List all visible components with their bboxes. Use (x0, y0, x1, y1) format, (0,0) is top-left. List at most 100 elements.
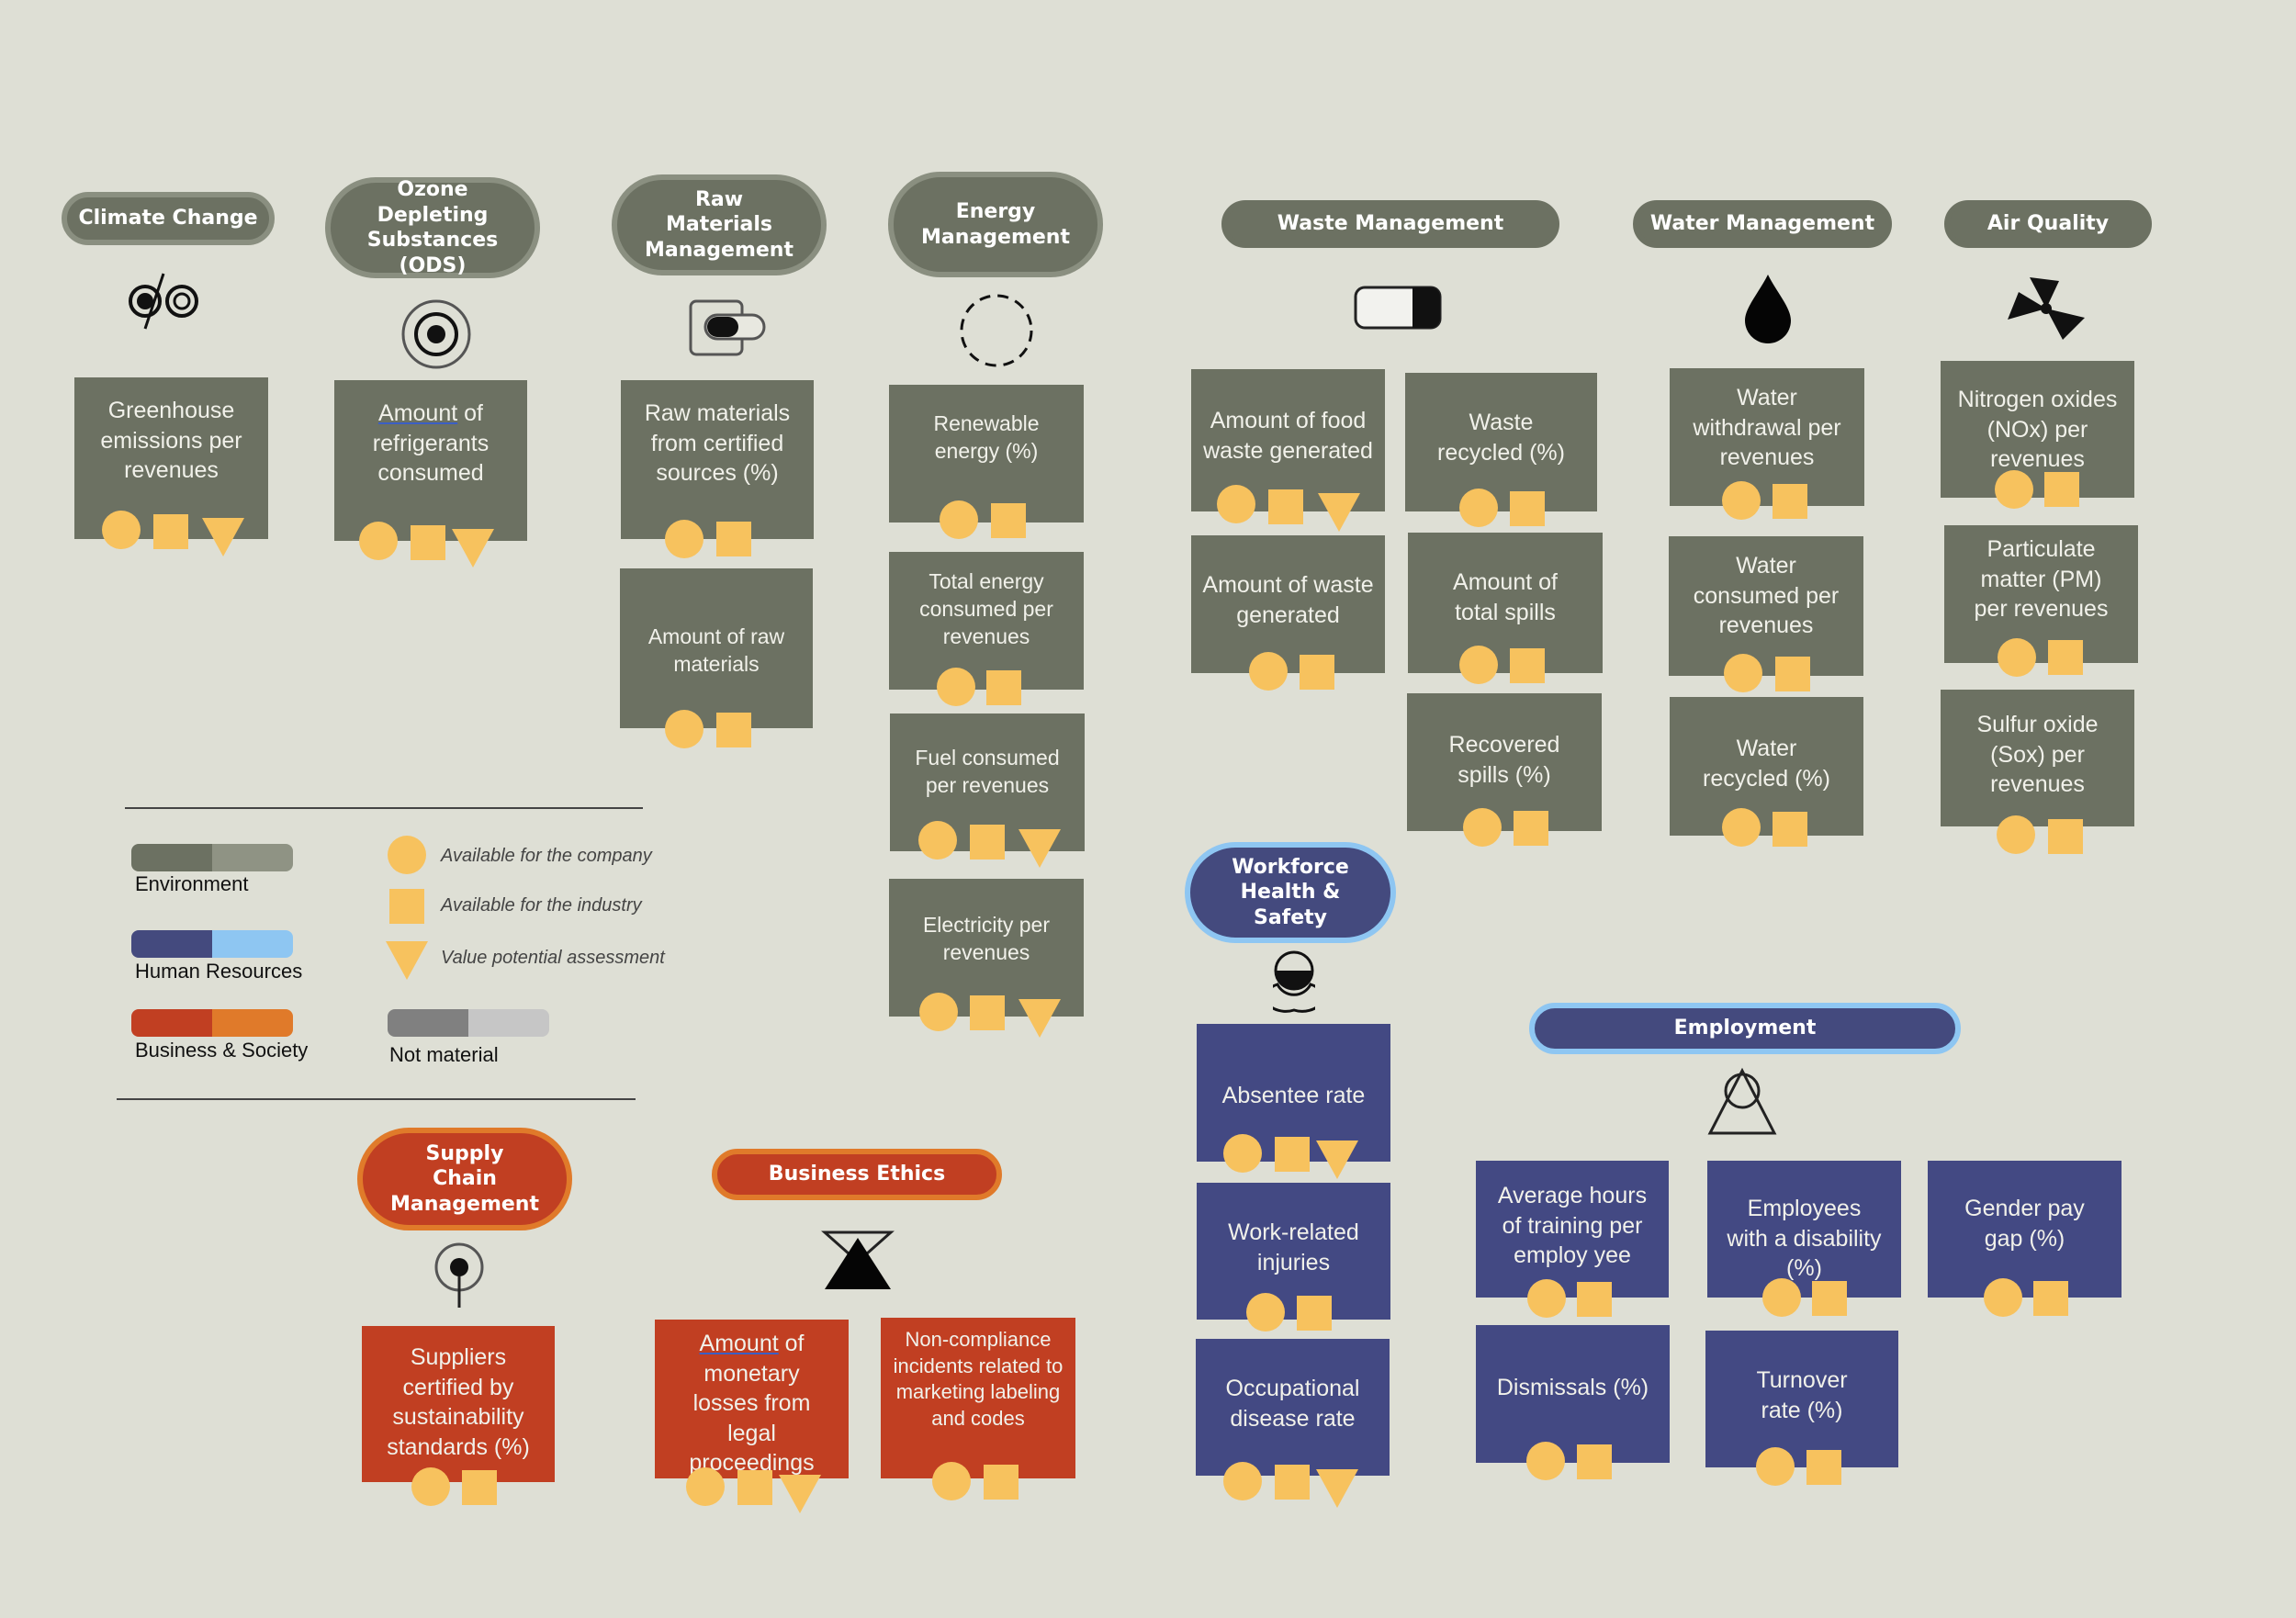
metric-card[interactable]: Amount of food waste generated (1191, 369, 1385, 511)
metric-card[interactable]: Occupational disease rate (1196, 1339, 1390, 1476)
category-supply-chain[interactable]: Supply Chain Management (357, 1128, 572, 1230)
metric-label: Work-related injuries (1228, 1219, 1359, 1275)
metric-card[interactable]: Turnover rate (%) (1705, 1331, 1898, 1467)
category-water[interactable]: Water Management (1633, 200, 1892, 248)
metric-card[interactable]: Greenhouse emissions per revenues (74, 377, 268, 539)
category-employment[interactable]: Employment (1529, 1003, 1961, 1054)
legend-label: Human Resources (135, 960, 303, 983)
metric-label: Fuel consumed per revenues (915, 746, 1060, 797)
category-raw-materials[interactable]: Raw Materials Management (612, 174, 827, 275)
metric-card[interactable]: Amount of raw materials (620, 568, 813, 728)
metric-card[interactable]: Dismissals (%) (1476, 1325, 1670, 1463)
category-climate-change[interactable]: Climate Change (62, 192, 275, 245)
metric-label: Amount of waste generated (1202, 572, 1374, 628)
legend-label: Environment (135, 872, 249, 895)
metric-card[interactable]: Sulfur oxide (Sox) per revenues (1941, 690, 2134, 826)
metric-card[interactable]: Waste recycled (%) (1405, 373, 1597, 511)
metric-card[interactable]: Amount of total spills (1408, 533, 1603, 673)
metric-card[interactable]: Water recycled (%) (1670, 697, 1863, 836)
metric-card[interactable]: Gender pay gap (%) (1928, 1161, 2122, 1298)
company-available-marker (1724, 654, 1762, 692)
legend-divider (125, 807, 643, 809)
metric-label: Absentee rate (1221, 1083, 1366, 1108)
industry-available-marker (462, 1470, 497, 1505)
company-available-marker (665, 710, 703, 748)
metric-label: Amount of total spills (1453, 569, 1558, 625)
hourglass-icon (821, 1230, 895, 1296)
pin-icon (432, 1242, 487, 1314)
company-available-marker (1217, 485, 1255, 523)
metric-label: Greenhouse emissions per revenues (100, 398, 242, 483)
industry-available-marker (2048, 640, 2083, 675)
company-available-marker (1984, 1278, 2022, 1317)
industry-available-marker (984, 1465, 1019, 1500)
metric-card[interactable]: Average hours of training per employ yee (1476, 1161, 1669, 1298)
value-potential-marker (1318, 493, 1360, 532)
metric-label: Turnover rate (%) (1756, 1367, 1848, 1423)
industry-available-marker (1510, 648, 1545, 683)
metric-card[interactable]: Suppliers certified by sustainability st… (362, 1326, 555, 1482)
metric-card[interactable]: Total energy consumed per revenues (889, 552, 1084, 690)
metric-label: Waste recycled (%) (1437, 410, 1565, 466)
metric-card[interactable]: Nitrogen oxides (NOx) per revenues (1941, 361, 2134, 498)
category-business-ethics[interactable]: Business Ethics (712, 1149, 1002, 1200)
industry-available-marker (1812, 1281, 1847, 1316)
company-available-marker (359, 522, 398, 560)
metric-label: Recovered spills (%) (1448, 732, 1560, 788)
metric-card[interactable]: Particulate matter (PM) per revenues (1944, 525, 2138, 663)
metric-card[interactable]: Water consumed per revenues (1669, 536, 1863, 676)
industry-available-marker (1577, 1282, 1612, 1317)
company-available-marker (686, 1467, 725, 1506)
metric-label: Amount of refrigerants consumed (362, 399, 500, 489)
battery-icon (1354, 285, 1444, 335)
metric-label: Water withdrawal per revenues (1693, 385, 1841, 470)
industry-available-marker (1775, 657, 1810, 691)
company-available-marker (411, 1467, 450, 1506)
metric-label-underlined: Amount (378, 400, 458, 426)
metric-label-rest: of monetary losses from legal proceeding… (689, 1331, 815, 1476)
company-available-marker (1459, 646, 1498, 684)
industry-available-marker (1577, 1444, 1612, 1479)
industry-available-marker (1510, 491, 1545, 526)
company-available-marker (1997, 815, 2035, 854)
category-ozone[interactable]: Ozone Depleting Substances (ODS) (325, 177, 540, 278)
industry-available-marker (1806, 1450, 1841, 1485)
company-available-marker (665, 520, 703, 558)
metric-card[interactable]: Recovered spills (%) (1407, 693, 1602, 831)
metric-card[interactable]: Amount of refrigerants consumed (334, 380, 527, 541)
industry-available-marker (411, 525, 445, 560)
industry-available-marker (986, 670, 1021, 705)
metric-label: Dismissals (%) (1496, 1375, 1649, 1400)
metric-card[interactable]: Amount of waste generated (1191, 535, 1385, 673)
metric-card[interactable]: Employees with a disability (%) (1707, 1161, 1901, 1298)
industry-available-marker (1275, 1465, 1310, 1500)
company-available-marker (1998, 638, 2036, 677)
metric-card[interactable]: Work-related injuries (1197, 1183, 1390, 1320)
metric-label: Non-compliance incidents related to mark… (893, 1328, 1064, 1430)
metric-card[interactable]: Non-compliance incidents related to mark… (881, 1318, 1075, 1478)
metric-card[interactable]: Renewable energy (%) (889, 385, 1084, 522)
legend-swatch-human-resources (131, 930, 293, 958)
dashed-circle-icon (958, 292, 1035, 374)
value-potential-marker (1316, 1469, 1358, 1508)
metric-card[interactable]: Water withdrawal per revenues (1670, 368, 1864, 506)
metric-card[interactable]: Electricity per revenues (889, 879, 1084, 1017)
metric-label: Average hours of training per employ yee (1497, 1183, 1648, 1268)
industry-available-marker (2048, 819, 2083, 854)
metric-card[interactable]: Raw materials from certified sources (%) (621, 380, 814, 539)
industry-available-marker (1300, 655, 1334, 690)
category-waste[interactable]: Waste Management (1221, 200, 1559, 248)
metric-label: Total energy consumed per revenues (919, 569, 1053, 648)
legend-label: Available for the company (441, 846, 652, 866)
company-available-marker (102, 511, 141, 549)
category-workforce[interactable]: Workforce Health & Safety (1185, 842, 1396, 943)
category-air[interactable]: Air Quality (1944, 200, 2152, 248)
metric-card[interactable]: Amount of monetary losses from legal pro… (655, 1320, 849, 1478)
category-energy[interactable]: Energy Management (888, 172, 1103, 277)
industry-available-marker (389, 889, 424, 924)
company-available-marker (388, 836, 426, 874)
industry-available-marker (153, 514, 188, 549)
industry-available-marker (991, 503, 1026, 538)
company-available-marker (1527, 1279, 1566, 1318)
metric-label: Sulfur oxide (Sox) per revenues (1976, 712, 2099, 797)
